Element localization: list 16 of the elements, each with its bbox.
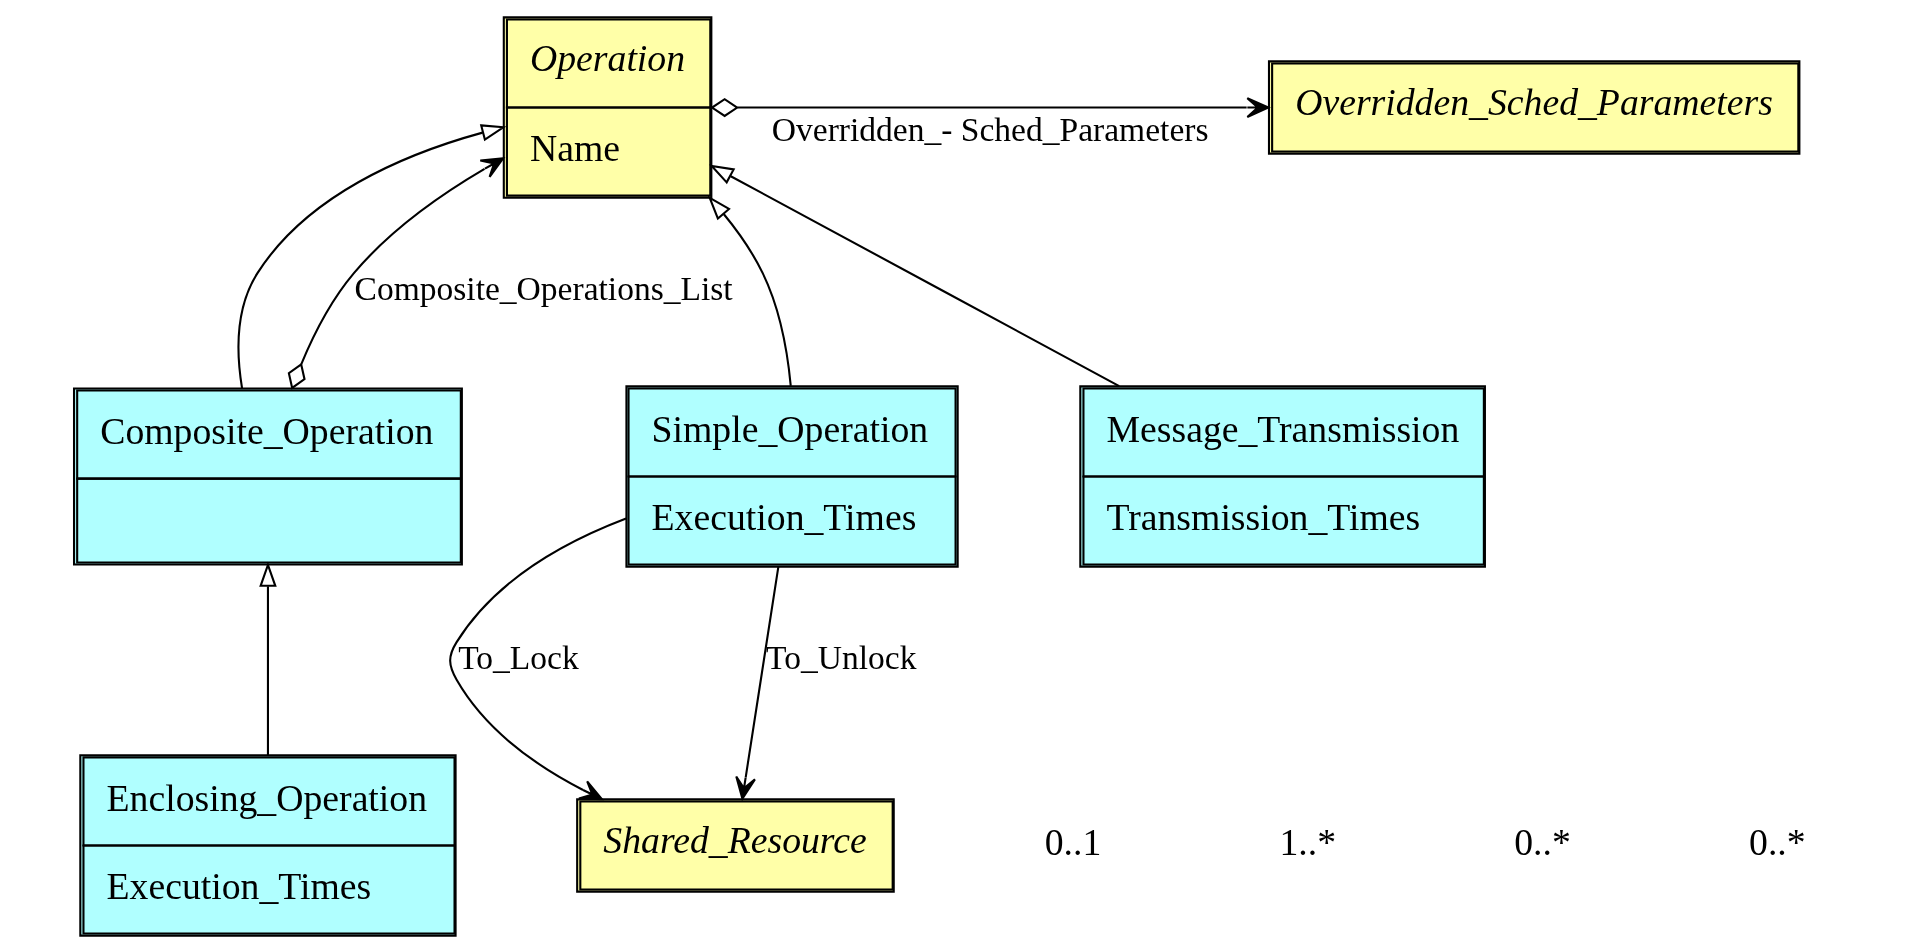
arrow <box>708 163 1120 387</box>
arrow <box>707 195 792 386</box>
edge-label: To_Lock <box>457 638 579 676</box>
label: 0..* <box>1748 820 1806 863</box>
arrow <box>448 517 626 800</box>
edge-label: To_Unlock <box>765 638 917 676</box>
arrow <box>734 566 779 800</box>
arrow <box>287 156 504 390</box>
arrow <box>258 561 277 755</box>
arrow <box>709 96 1269 118</box>
edge-label: Composite_Operations_List <box>354 269 733 307</box>
label: 1..* <box>1278 820 1336 863</box>
arrow <box>237 123 506 389</box>
label: 0..* <box>1513 820 1571 863</box>
edge-label: Overridden_- Sched_Parameters <box>771 110 1209 148</box>
label: 0..1 <box>1044 820 1101 863</box>
